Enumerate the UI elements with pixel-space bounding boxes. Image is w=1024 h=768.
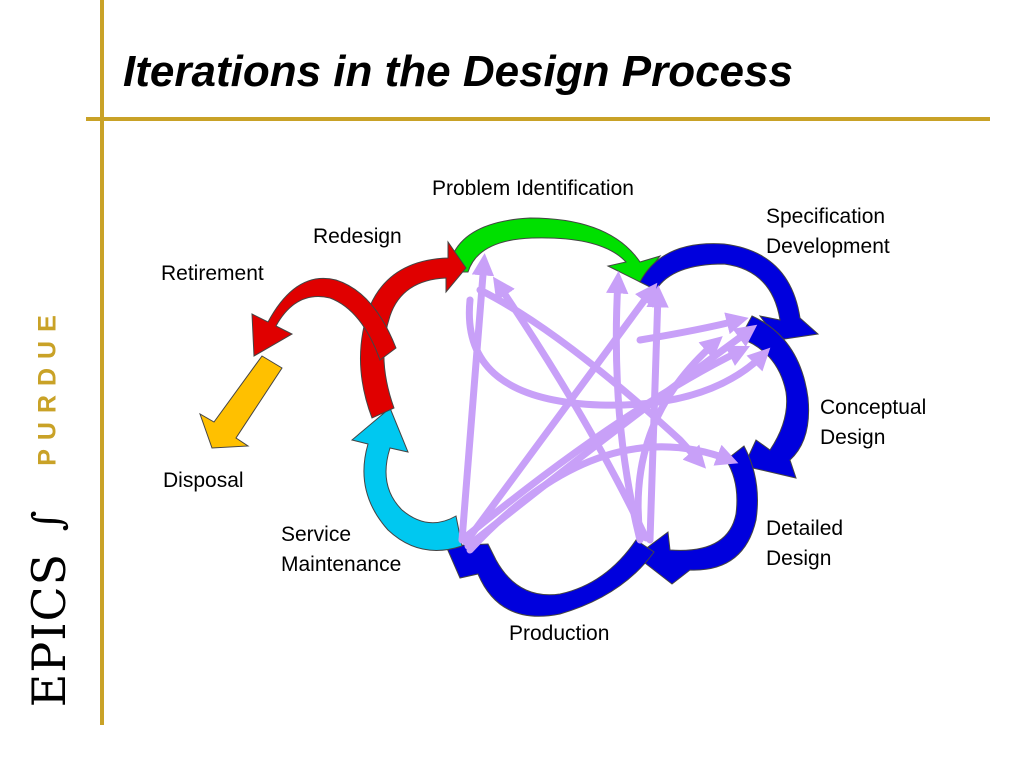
iteration-arrow [458,345,751,544]
cycle-arrow-conceptual-design [739,315,810,479]
cycle-arrow-specification-development [639,243,820,341]
label-line: Production [509,622,610,645]
iteration-arrow [636,312,749,344]
iteration-arrow [458,253,495,544]
iteration-arrow [634,336,723,540]
label-line: Detailed [766,517,844,540]
label-disposal: Disposal [163,466,244,496]
label-specification-development: Specification Development [766,202,890,262]
horizontal-accent-rule [86,117,990,121]
slide-title: Iterations in the Design Process [123,47,793,96]
label-production: Production [509,619,609,649]
label-redesign: Redesign [313,222,402,252]
label-line: Development [766,235,890,258]
label-line: Maintenance [281,553,402,576]
label-line: Redesign [313,225,402,248]
iteration-arrow [476,286,707,469]
iteration-arrows [458,253,771,554]
cycle-arrow-production [445,539,655,617]
label-line: Conceptual [820,396,927,419]
label-detailed-design: Detailed Design [766,514,843,574]
iteration-arrow [606,271,644,544]
cycle-arrow-retirement [251,277,397,361]
label-line: Design [766,547,832,570]
label-line: Retirement [161,262,264,285]
iteration-arrow [462,282,658,546]
label-retirement: Retirement [161,259,264,289]
label-problem-identification: Problem Identification [432,174,634,204]
cycle-arrow-disposal [199,355,283,449]
label-line: Service [281,523,352,546]
vertical-accent-rule [100,0,104,725]
label-line: Design [820,426,886,449]
label-service-maintenance: Service Maintenance [281,520,401,580]
label-conceptual-design: Conceptual Design [820,393,926,453]
iteration-arrow [465,296,771,409]
label-line: Disposal [163,469,244,492]
label-line: Specification [766,205,886,228]
cycle-arrow-service-maintenance [350,407,463,551]
label-line: Problem Identification [432,177,634,200]
